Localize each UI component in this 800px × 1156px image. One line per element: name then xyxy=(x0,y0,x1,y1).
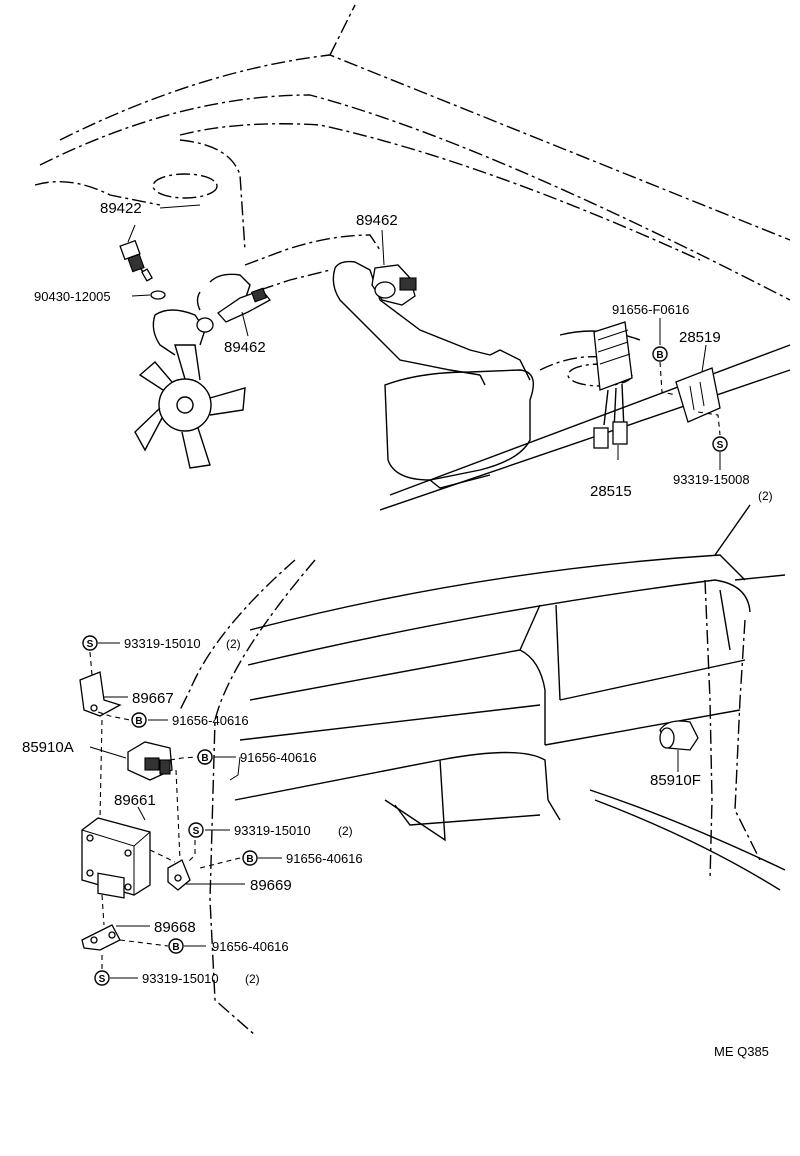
svg-text:S: S xyxy=(87,639,94,650)
symbol-bolt-91656-f0616: B xyxy=(652,346,668,362)
figure-code: ME Q385 xyxy=(714,1044,769,1059)
ecu-89661 xyxy=(81,817,151,899)
bracket-89667 xyxy=(79,671,122,717)
part-labels: 89422 90430-12005 89462 89462 91656-F061… xyxy=(22,200,773,986)
qty-93319-15010-mid: (2) xyxy=(338,824,353,838)
sensor-89422 xyxy=(119,239,153,282)
symbol-screw-top: S xyxy=(82,635,98,651)
symbol-bolt-b: B xyxy=(197,749,213,765)
engine-compartment-outline xyxy=(34,4,791,511)
svg-text:B: B xyxy=(246,854,253,865)
relay-28515 xyxy=(593,321,633,449)
label-93319-15008: 93319-15008 xyxy=(673,472,750,487)
label-89667: 89667 xyxy=(132,690,174,707)
sensor-89462-duct xyxy=(371,264,417,306)
symbol-bolt-a: B xyxy=(131,712,147,728)
washer-90430 xyxy=(150,290,166,300)
symbol-bolt-d: B xyxy=(168,938,184,954)
label-89422: 89422 xyxy=(100,200,142,217)
svg-text:B: B xyxy=(135,716,142,727)
label-28515: 28515 xyxy=(590,483,632,500)
label-89669: 89669 xyxy=(250,877,292,894)
label-85910f: 85910F xyxy=(650,772,701,789)
bracket-89668 xyxy=(81,924,121,951)
symbol-bolt-c: B xyxy=(242,850,258,866)
svg-text:S: S xyxy=(717,440,724,451)
label-89661: 89661 xyxy=(114,792,156,809)
label-93319-15010-mid: 93319-15010 xyxy=(234,823,311,838)
svg-text:B: B xyxy=(656,350,663,361)
label-28519: 28519 xyxy=(679,329,721,346)
sensor-85910f xyxy=(659,720,699,768)
qty-93319-15010-bot: (2) xyxy=(245,972,260,986)
symbol-screw-bot: S xyxy=(94,970,110,986)
connector-85910a xyxy=(127,741,173,781)
sensor-89462-water-temp xyxy=(196,287,271,333)
label-89668: 89668 xyxy=(154,919,196,936)
label-89462-b: 89462 xyxy=(356,212,398,229)
air-intake-duct xyxy=(152,234,534,489)
label-91656-f0616: 91656-F0616 xyxy=(612,302,689,317)
svg-text:B: B xyxy=(172,942,179,953)
relay-bracket-28519 xyxy=(675,367,721,423)
label-91656-40616-c: 91656-40616 xyxy=(286,851,363,866)
label-89462-a: 89462 xyxy=(224,339,266,356)
dashboard-outline xyxy=(179,504,786,1036)
label-91656-40616-b: 91656-40616 xyxy=(240,750,317,765)
svg-text:B: B xyxy=(201,753,208,764)
svg-text:S: S xyxy=(193,826,200,837)
label-91656-40616-a: 91656-40616 xyxy=(172,713,249,728)
label-91656-40616-d: 91656-40616 xyxy=(212,939,289,954)
cooling-fan xyxy=(134,344,246,469)
label-93319-15010-bot: 93319-15010 xyxy=(142,971,219,986)
symbol-screw-93319-15008: S xyxy=(712,436,728,452)
qty-93319-15010-top: (2) xyxy=(226,637,241,651)
bracket-89669 xyxy=(167,859,191,891)
leader-lines-top xyxy=(127,204,721,470)
svg-text:S: S xyxy=(99,974,106,985)
label-93319-15010-top: 93319-15010 xyxy=(124,636,201,651)
leader-lines-bottom xyxy=(89,642,679,979)
label-90430-12005: 90430-12005 xyxy=(34,289,111,304)
qty-93319-15008: (2) xyxy=(758,489,773,503)
label-85910a: 85910A xyxy=(22,739,74,756)
symbol-screw-mid: S xyxy=(188,822,204,838)
